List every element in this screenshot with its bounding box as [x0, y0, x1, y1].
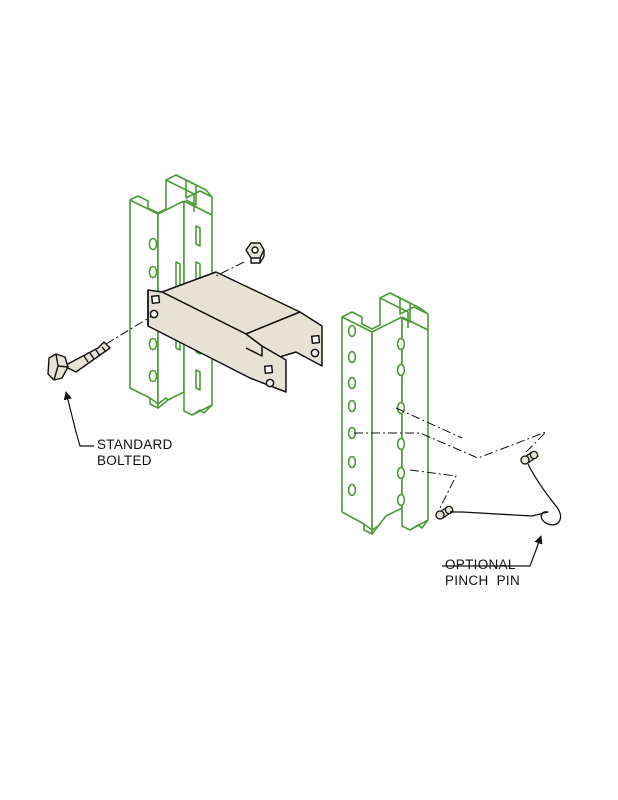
pin-center-lines — [354, 407, 547, 513]
callout-leaders — [63, 391, 543, 567]
callout-optional-line1: OPTIONAL — [445, 557, 516, 572]
callout-standard-bolted: STANDARD BOLTED — [97, 437, 173, 469]
hex-bolt — [47, 341, 111, 381]
callout-standard-line1: STANDARD — [97, 437, 173, 452]
callout-optional-line2: PINCH PIN — [445, 573, 521, 588]
center-lines — [105, 261, 245, 345]
callout-standard-line2: BOLTED — [97, 453, 152, 468]
callout-optional-pinch-pin: OPTIONAL PINCH PIN — [445, 557, 520, 589]
bolted-bracket — [147, 271, 323, 393]
hex-nut — [245, 242, 265, 264]
pinch-pin — [435, 450, 562, 526]
right-upright — [341, 292, 429, 535]
